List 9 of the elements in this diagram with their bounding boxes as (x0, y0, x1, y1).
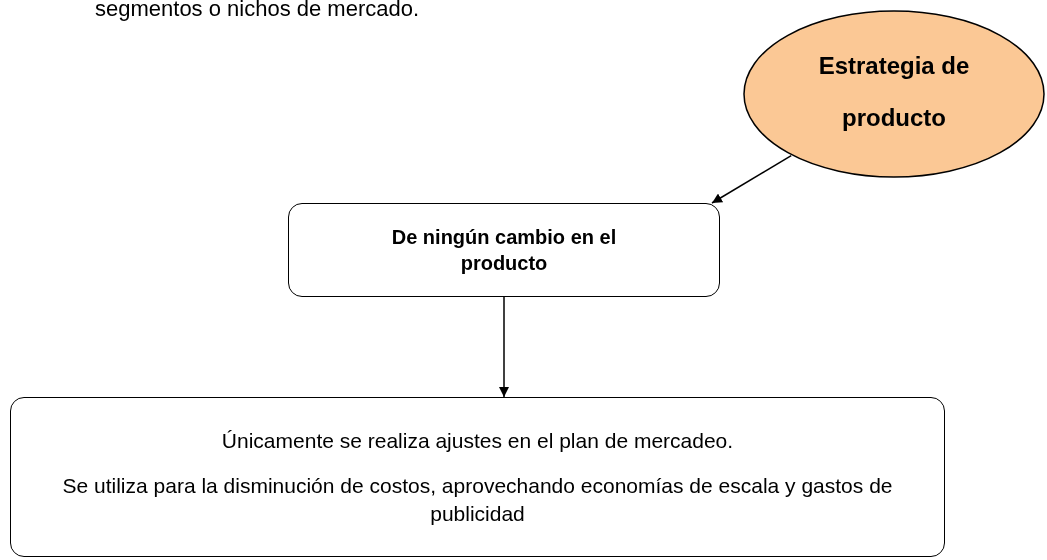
node-text: Únicamente se realiza ajustes en el plan de mercadeo. (221, 428, 734, 455)
process-box (288, 203, 720, 297)
arrow (711, 154, 792, 204)
process-box (10, 397, 945, 557)
arrow (499, 296, 509, 398)
node-text: De ningún cambio en el producto (390, 225, 618, 276)
text-line: segmentos o nichos de mercado. (95, 0, 420, 22)
node-text: Estrategia de producto (817, 51, 971, 133)
node-text: Se utiliza para la disminución de costos, aprovechando economías de escala y gastos de publicidad (61, 473, 894, 527)
